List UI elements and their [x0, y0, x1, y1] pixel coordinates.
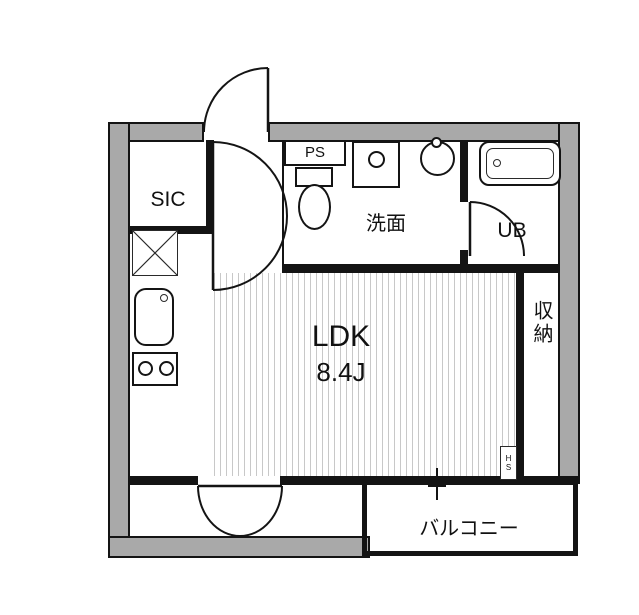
wall-washroom-bottom — [282, 264, 560, 273]
pipe-space-box: PS — [284, 140, 346, 166]
kitchen-sink-icon — [134, 288, 174, 346]
wall-left — [108, 122, 130, 558]
refrigerator-space-icon — [132, 230, 178, 276]
washroom-label: 洗面 — [366, 213, 406, 235]
wall-ldk-bottom-right — [280, 476, 578, 485]
wall-ub-left-lower — [460, 250, 468, 270]
stove-burner-right-icon — [159, 361, 174, 376]
ps-label: PS — [304, 143, 325, 161]
water-heater-box: HS — [500, 446, 517, 480]
toilet-icon — [298, 184, 331, 230]
washbasin-bowl-icon — [368, 151, 385, 168]
balcony-wall-right — [573, 485, 578, 556]
wall-ldk-bottom-left — [128, 476, 198, 485]
washbasin-icon — [352, 141, 400, 188]
ldk-floor-hatch — [214, 273, 516, 476]
wall-right — [558, 122, 580, 484]
sink-tap-icon — [431, 137, 442, 148]
bathtub-drain-icon — [493, 159, 501, 167]
wall-top-right — [268, 122, 580, 142]
balcony-wall-left — [362, 485, 367, 556]
unit-bath-label: UB — [497, 219, 527, 242]
kitchen-faucet-icon — [160, 294, 168, 302]
ldk-label: LDK — [311, 320, 371, 353]
water-heater-label: HS — [504, 454, 513, 472]
balcony-label: バルコニー — [419, 518, 519, 540]
interior-door-arc — [212, 141, 288, 291]
stove-burner-left-icon — [138, 361, 153, 376]
terrace-door-arc — [197, 485, 283, 537]
storage-label: 収納 — [530, 300, 552, 346]
wall-storage-left — [516, 264, 524, 482]
ldk-size-label: 8.4J — [316, 357, 366, 387]
wall-hall-left — [206, 140, 214, 230]
wall-ub-left-upper — [460, 140, 468, 202]
entrance-door-arc — [203, 67, 269, 133]
wall-bottom-left — [108, 536, 370, 558]
sic-label: SIC — [150, 188, 186, 211]
balcony-wall-bottom — [362, 551, 578, 556]
